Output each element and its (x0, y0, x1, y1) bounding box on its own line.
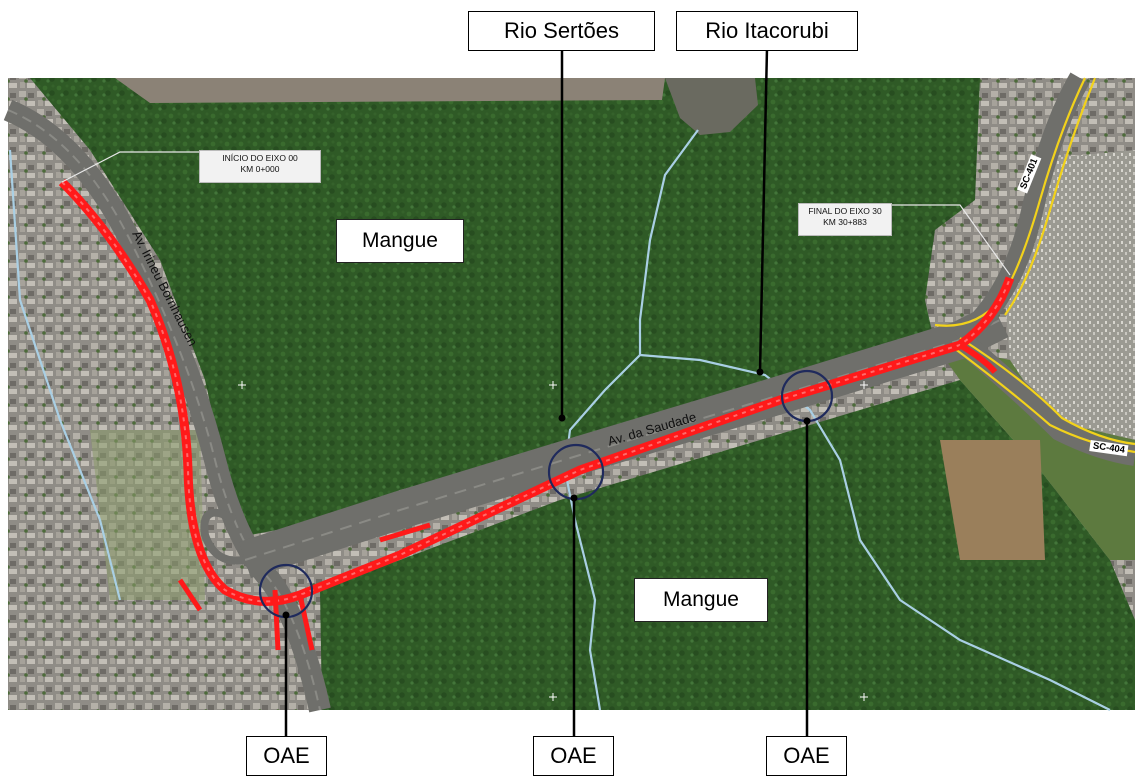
callout-rio-sertoes: Rio Sertões (468, 11, 655, 51)
callout-leaders (284, 47, 809, 738)
label-mangue-south: Mangue (634, 578, 768, 622)
tag-leaders (61, 151, 1011, 276)
rivers (8, 129, 1111, 711)
project-alignment (58, 178, 1015, 651)
label-mangue-south-text: Mangue (663, 588, 739, 611)
river-itacorubi-line (639, 353, 1111, 711)
label-mangue-north: Mangue (336, 219, 464, 263)
tag-end-axis: FINAL DO EIXO 30 KM 30+883 (798, 203, 892, 236)
callout-oae-2-label: OAE (550, 743, 597, 768)
callout-oae-3-label: OAE (783, 743, 830, 768)
tag-start-axis: INÍCIO DO EIXO 00 KM 0+000 (199, 150, 321, 183)
grid-crosses (238, 381, 868, 701)
callout-oae-1: OAE (246, 736, 327, 776)
callout-rio-itacorubi-label: Rio Itacorubi (705, 18, 829, 43)
tag-start-line2: KM 0+000 (240, 164, 280, 174)
river-sertoes-line (563, 129, 699, 711)
river-west-line (8, 149, 122, 601)
leader-rio-itacorubi (758, 47, 769, 373)
callout-oae-3: OAE (766, 736, 847, 776)
leader-dots (282, 368, 811, 619)
callout-rio-itacorubi: Rio Itacorubi (676, 11, 858, 51)
tag-end-line1: FINAL DO EIXO 30 (808, 206, 882, 216)
label-mangue-north-text: Mangue (362, 229, 438, 252)
tag-start-line1: INÍCIO DO EIXO 00 (222, 153, 298, 163)
callout-rio-sertoes-label: Rio Sertões (504, 18, 619, 43)
callout-oae-1-label: OAE (263, 743, 310, 768)
callout-oae-2: OAE (533, 736, 614, 776)
tag-end-line2: KM 30+883 (823, 217, 867, 227)
